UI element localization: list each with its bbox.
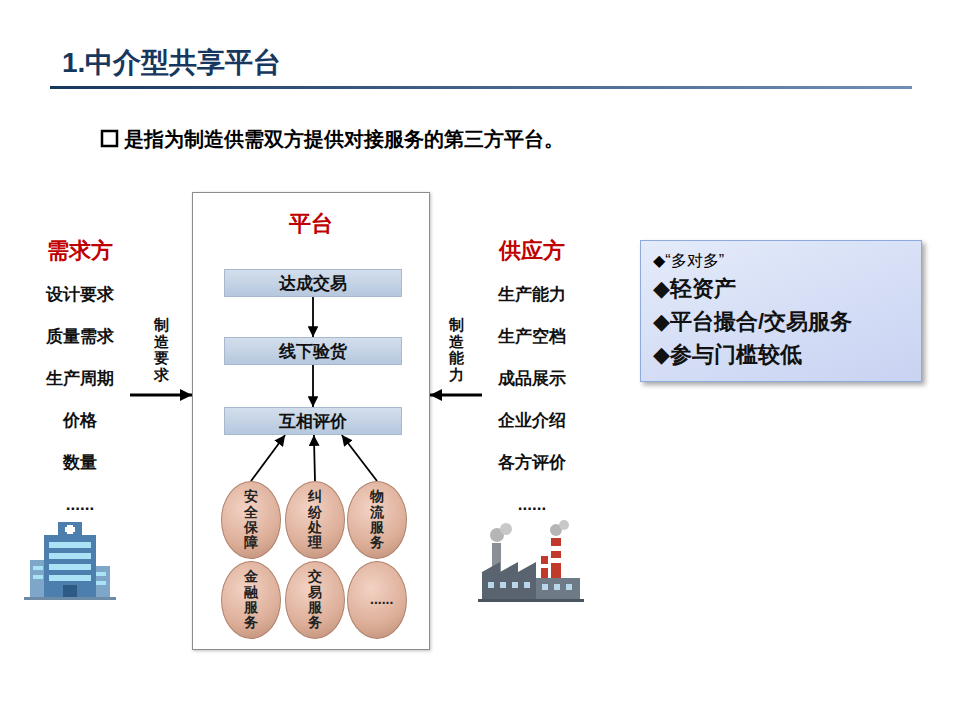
service-circle: 物流服务 bbox=[347, 481, 407, 559]
node-heading: 达成交易 bbox=[273, 272, 353, 295]
node-item: 各方评价 bbox=[482, 452, 582, 494]
title-rule bbox=[50, 86, 912, 89]
node-item: 质量需求 bbox=[30, 326, 130, 368]
node-heading: 交易服务 bbox=[308, 569, 322, 631]
node-item: ◆平台撮合/交易服务 bbox=[653, 305, 907, 338]
platform-box: 平台达成交易线下验货互相评价安全保障 纠纷处理 物流服务金融服务 交易服务...... bbox=[192, 192, 430, 650]
node-item: 价格 bbox=[30, 410, 130, 452]
node-item: 数量 bbox=[30, 452, 130, 494]
node-heading: 平台 bbox=[193, 193, 429, 239]
step-arrow bbox=[312, 297, 314, 337]
node-heading: 物流服务 bbox=[370, 489, 384, 551]
node-heading: 纠纷处理 bbox=[308, 489, 322, 551]
node-heading: ◆“多对多” bbox=[653, 251, 907, 272]
hospital-icon bbox=[24, 522, 116, 600]
service-circle: ...... bbox=[347, 561, 407, 639]
node-item: ...... bbox=[482, 494, 582, 536]
node-heading: ...... bbox=[370, 592, 384, 607]
node-item: 成品展示 bbox=[482, 368, 582, 410]
step-arrow bbox=[314, 435, 315, 481]
node-heading: 金融服务 bbox=[244, 569, 258, 631]
party-group: 需求方设计要求质量需求生产周期价格数量...... bbox=[30, 236, 130, 536]
step-arrow bbox=[342, 435, 377, 481]
node-heading: 需求方 bbox=[30, 236, 130, 266]
process-bar: 互相评价 bbox=[224, 407, 402, 435]
definition-text: 是指为制造供需双方提供对接服务的第三方平台。 bbox=[124, 126, 564, 153]
flow-arrow bbox=[130, 394, 192, 397]
node-item: 生产周期 bbox=[30, 368, 130, 410]
flow-arrow bbox=[430, 394, 482, 397]
service-circle: 交易服务 bbox=[285, 561, 345, 639]
node-heading: 线下验货 bbox=[273, 340, 353, 363]
step-arrow bbox=[312, 365, 314, 407]
service-circle: 安全保障 bbox=[221, 481, 281, 559]
step-arrow bbox=[251, 435, 285, 481]
process-bar: 线下验货 bbox=[224, 337, 402, 365]
node-item: 生产能力 bbox=[482, 284, 582, 326]
node-item: 生产空档 bbox=[482, 326, 582, 368]
process-bar: 达成交易 bbox=[224, 269, 402, 297]
feature-callout: ◆“多对多”◆轻资产◆平台撮合/交易服务◆参与门槛较低 bbox=[640, 240, 922, 382]
node-heading: 互相评价 bbox=[273, 410, 353, 433]
node-heading: 安全保障 bbox=[244, 489, 258, 551]
node-item: ◆轻资产 bbox=[653, 272, 907, 305]
node-heading: 供应方 bbox=[482, 236, 582, 266]
node-item: ◆参与门槛较低 bbox=[653, 338, 907, 371]
party-group: 供应方生产能力生产空档成品展示企业介绍各方评价...... bbox=[482, 236, 582, 536]
slide-title: 1.中介型共享平台 bbox=[62, 44, 281, 82]
node-item: 企业介绍 bbox=[482, 410, 582, 452]
edge-label: 制造能力 bbox=[449, 317, 464, 383]
node-item: 设计要求 bbox=[30, 284, 130, 326]
edge-label: 制造要求 bbox=[154, 317, 169, 383]
bullet-square bbox=[102, 131, 117, 146]
service-circle: 纠纷处理 bbox=[285, 481, 345, 559]
factory-icon bbox=[478, 520, 584, 602]
node-item: ...... bbox=[30, 494, 130, 536]
service-circle: 金融服务 bbox=[221, 561, 281, 639]
